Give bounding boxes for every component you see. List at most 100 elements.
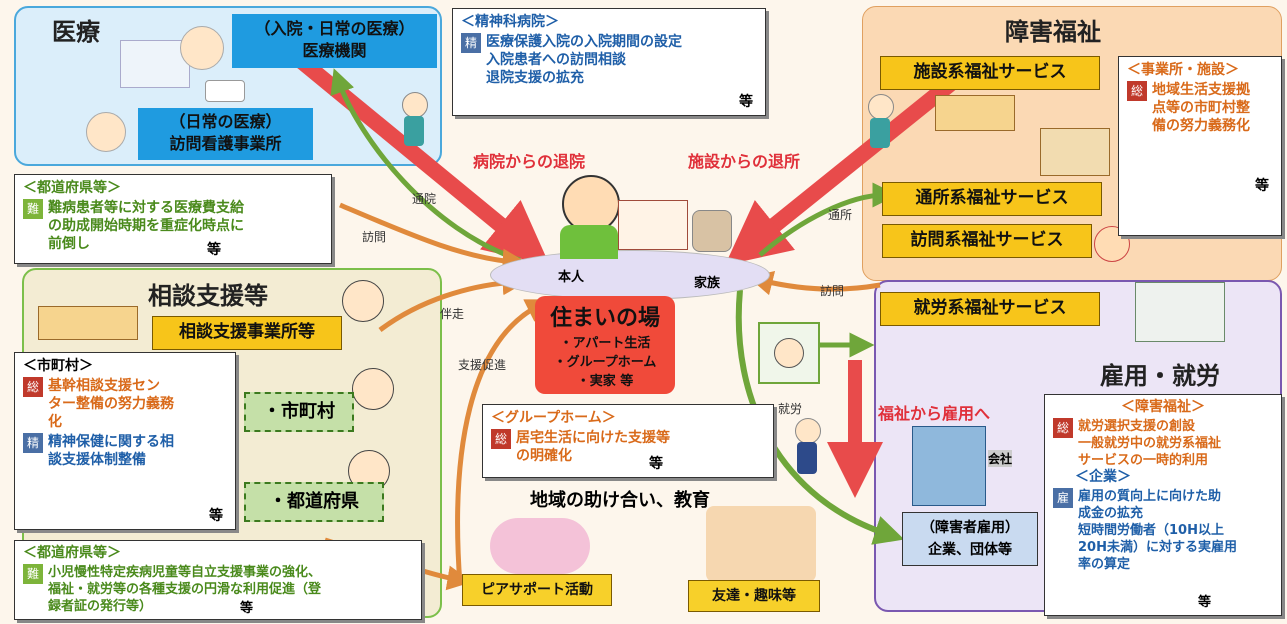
label-to-employment: 福祉から雇用へ: [878, 404, 991, 423]
person-body: [560, 225, 618, 259]
company-building-icon: [912, 426, 986, 506]
home-item-2: ・グループホーム: [553, 355, 657, 370]
municipality-label: ・市町村: [244, 392, 354, 432]
home-item-1: ・アパート生活: [559, 336, 651, 351]
badge-muni-2: 精: [23, 433, 43, 453]
prefecture-label: ・都道府県: [244, 482, 384, 522]
company-label: （障害者雇用） 企業、団体等: [902, 512, 1038, 566]
company-line-1: （障害者雇用）: [921, 520, 1019, 536]
nurse-icon: [86, 112, 126, 152]
facility-service-label: 施設系福祉サービス: [880, 56, 1100, 90]
psych-etc: 等: [739, 94, 753, 110]
doctor-icon: [180, 26, 224, 70]
muni-etc: 等: [209, 508, 223, 524]
peer-support-label: ピアサポート活動: [462, 574, 612, 606]
arrow-tsusho: [758, 182, 898, 257]
label-houmon-left: 訪問: [362, 230, 387, 244]
company-line-2: 企業、団体等: [928, 542, 1012, 558]
ambulance-icon: [205, 80, 245, 102]
commuter-body: [797, 442, 817, 474]
office-header: ＜事業所・施設＞: [1127, 62, 1239, 78]
municipal-staff-icon: [352, 368, 394, 410]
label-family: 家族: [694, 276, 721, 291]
psych-header: ＜精神科病院＞: [461, 14, 559, 30]
hospital-label: （入院・日常の医療） 医療機関: [232, 14, 437, 68]
pref-top-line-3: 前倒し: [48, 236, 90, 252]
muni-line-4: 精神保健に関する相: [48, 434, 174, 450]
badge-emp-2: 雇: [1053, 488, 1073, 508]
pref-bottom-line-1: 小児慢性特定疾病児童等自立支援事業の強化、: [48, 565, 322, 580]
emp-header-1: ＜障害福祉＞: [1121, 399, 1205, 415]
gh-line-1: 居宅生活に向けた支援等: [516, 430, 670, 446]
consult-title: 相談支援等: [148, 282, 268, 310]
badge-psych: 精: [461, 33, 481, 53]
arrow-houmon-left: [339, 202, 528, 274]
job-coach-icon: [774, 338, 804, 368]
pref-top-line-2: の助成開始時期を重症化時点に: [48, 218, 244, 234]
office-etc: 等: [1255, 178, 1269, 194]
muni-line-1: 基幹相談支援セン: [48, 378, 160, 394]
home-place-panel: 住まいの場 ・アパート生活 ・グループホーム ・実家 等: [535, 296, 675, 394]
arrow-facility-discharge: [725, 73, 961, 266]
employment-note: ＜障害福祉＞ 総 就労選択支援の創設 一般就労中の就労系福祉 サービスの一時的利…: [1044, 394, 1282, 616]
label-tsuin: 通院: [412, 192, 437, 206]
gh-line-2: の明確化: [516, 448, 572, 464]
label-person: 本人: [558, 270, 585, 285]
emp-line-4: 雇用の質向上に向けた助: [1078, 489, 1222, 504]
visit-service-label: 訪問系福祉サービス: [882, 224, 1092, 258]
commuter-icon: [795, 418, 821, 444]
walking-person-icon-right: [868, 94, 894, 120]
pref-top-line-1: 難病患者等に対する医療費支給: [48, 200, 244, 216]
emp-line-1: 就労選択支援の創設: [1078, 419, 1196, 434]
consultant-icon: [342, 280, 384, 322]
walking-person-icon-left: [402, 92, 428, 118]
group-home-note: ＜グループホーム＞ 総 居宅生活に向けた支援等 の明確化 等: [482, 404, 774, 478]
company-sign: 会社: [988, 450, 1013, 467]
label-from-facility: 施設からの退所: [688, 152, 801, 171]
prefecture-note-top: ＜都道府県等＞ 難 難病患者等に対する医療費支給 の助成開始時期を重症化時点に …: [14, 174, 332, 264]
consult-office-label: 相談支援事業所等: [152, 316, 342, 350]
home-title: 住まいの場: [549, 306, 660, 331]
emp-etc: 等: [1197, 595, 1211, 610]
facility-building-icon: [935, 95, 1015, 131]
emp-line-5: 成金の拡充: [1078, 506, 1144, 521]
pref-top-etc: 等: [207, 242, 221, 258]
label-houmon-right: 訪問: [820, 284, 845, 298]
pref-bottom-header: ＜都道府県等＞: [23, 545, 121, 561]
muni-header: ＜市町村＞: [23, 358, 93, 374]
emp-line-7: 20H未満）に対する実雇用: [1078, 540, 1237, 555]
psych-hospital-note: ＜精神科病院＞ 精 医療保護入院の入院期間の設定 入院患者への訪問相談 退院支援…: [452, 8, 766, 116]
walking-person-body-right: [870, 118, 890, 148]
municipality-note: ＜市町村＞ 総 基幹相談支援セン ター整備の努力義務 化 精 精神保健に関する相…: [14, 352, 236, 530]
pref-bottom-line-2: 福祉・就労等の各種支援の円滑な利用促進（登: [48, 582, 322, 597]
prefecture-note-bottom: ＜都道府県等＞ 難 小児慢性特定疾病児童等自立支援事業の強化、 福祉・就労等の各…: [14, 540, 422, 620]
office-facility-note: ＜事業所・施設＞ 総 地域生活支援拠 点等の市町村整 備の努力義務化 等: [1118, 56, 1282, 236]
peer-support-illustration: [490, 518, 590, 574]
friends-label: 友達・趣味等: [688, 580, 820, 612]
visit-line1: （日常の医療）: [169, 112, 282, 131]
hospital-line1: （入院・日常の医療）: [254, 19, 415, 38]
psych-line-2: 入院患者への訪問相談: [486, 52, 626, 68]
psych-line-1: 医療保護入院の入院期間の設定: [486, 34, 682, 50]
employment-title: 雇用・就労: [1100, 362, 1220, 390]
arrow-shien: [455, 299, 552, 586]
arrow-houmon-right: [747, 270, 881, 296]
badge-muni-1: 総: [23, 377, 43, 397]
badge-nanbyo-bottom: 難: [23, 564, 43, 584]
emp-line-6: 短時間労働者（10H以上: [1078, 523, 1224, 538]
hospital-line2: 医療機関: [302, 41, 367, 60]
pref-bottom-line-3: 録者証の発行等）: [48, 599, 153, 614]
family-icon: [692, 210, 732, 252]
gh-header: ＜グループホーム＞: [491, 410, 616, 426]
muni-line-3: 化: [48, 414, 62, 430]
home-item-3: ・実家 等: [576, 374, 634, 389]
work-building-icon: [1135, 282, 1225, 342]
visit-line2: 訪問看護事業所: [169, 134, 282, 153]
day-facility-building-icon: [1040, 128, 1110, 176]
muni-line-2: ター整備の努力義務: [48, 396, 174, 412]
badge-gh: 総: [491, 429, 511, 449]
muni-line-5: 談支援体制整備: [48, 452, 146, 468]
badge-office: 総: [1127, 81, 1147, 101]
day-service-label: 通所系福祉サービス: [882, 182, 1102, 216]
label-bansou: 伴走: [440, 307, 465, 321]
